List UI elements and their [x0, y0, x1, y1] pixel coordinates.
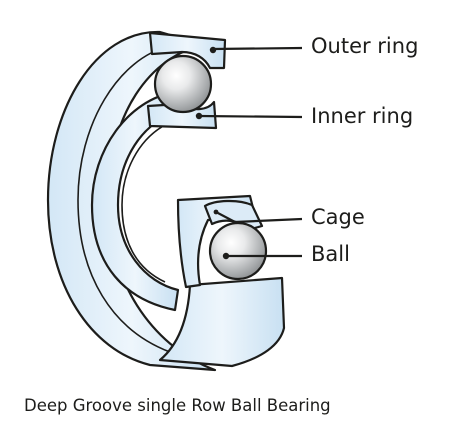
label-outer-ring: Outer ring [311, 34, 419, 58]
ball-bottom [208, 221, 268, 281]
label-inner-ring: Inner ring [311, 104, 414, 128]
inner-ring-shape [90, 90, 180, 312]
ball-top [153, 54, 213, 114]
outer-ring-section-bottom [158, 276, 286, 368]
outer-ring-section-top [148, 31, 227, 70]
leader-lines [198, 46, 303, 258]
leader-outer-ring [212, 46, 303, 51]
diagram-caption: Deep Groove single Row Ball Bearing [24, 396, 331, 415]
inner-ring-bore [121, 124, 166, 283]
label-cage: Cage [311, 205, 365, 229]
inner-ring-section-bottom [176, 194, 257, 289]
label-ball: Ball [311, 242, 350, 266]
leader-cage [215, 211, 303, 224]
outer-ring-band [77, 45, 171, 353]
leader-inner-ring [198, 114, 303, 119]
bearing-body [46, 30, 286, 372]
